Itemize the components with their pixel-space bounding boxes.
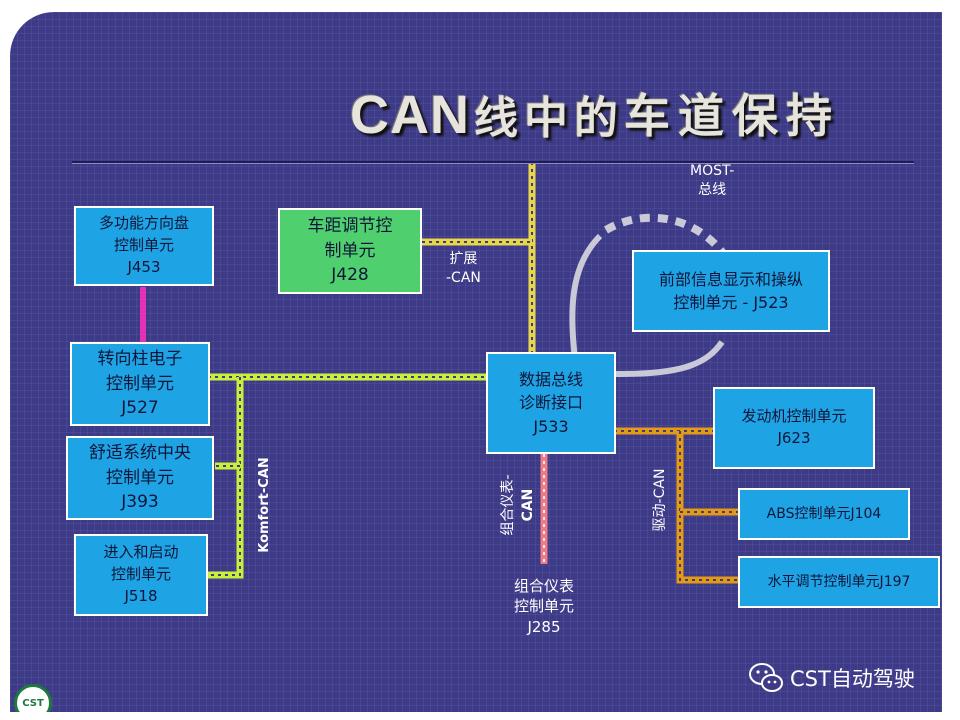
instrument-unit-line3: J285 — [527, 617, 561, 636]
unit-j197-label: 水平调节控制单元J197 — [767, 573, 911, 590]
instrument-can-label-line2: CAN — [520, 488, 536, 522]
instrument-can-label-line1: 组合仪表- — [500, 474, 516, 536]
unit-j533-line3: J533 — [533, 416, 569, 436]
unit-j623-line2: J623 — [777, 429, 811, 447]
slide-background: CAN 线中的 车道保持 多功能方向盘 控制单元 J453 车距调节控 制单元 … — [10, 12, 942, 712]
unit-j527-line2: 控制单元 — [106, 373, 174, 394]
unit-j518-line2: 控制单元 — [110, 565, 171, 584]
unit-j523: 前部信息显示和操纵 控制单元 - J523 — [632, 250, 830, 332]
unit-j533: 数据总线 诊断接口 J533 — [486, 352, 616, 454]
drive-can-bus — [614, 427, 740, 584]
unit-j428-line2: 制单元 — [324, 240, 376, 261]
bus-wiring — [140, 162, 741, 584]
unit-j428-line1: 车距调节控 — [307, 216, 393, 237]
unit-j393-line1: 舒适系统中央 — [89, 443, 191, 464]
most-bus-label-line2: 总线 — [698, 181, 727, 198]
title-emphasis: 车道保持 — [624, 89, 840, 143]
watermark-text: CST自动驾驶 — [790, 667, 915, 691]
unit-j197: 水平调节控制单元J197 — [738, 556, 940, 608]
unit-j518-line3: J518 — [124, 586, 158, 605]
unit-j428-line3: J428 — [331, 265, 369, 286]
unit-j523-line2: 控制单元 - J523 — [673, 293, 789, 312]
komfort-can-bus — [208, 373, 490, 579]
title-can: CAN — [350, 85, 470, 145]
unit-j527-line3: J527 — [121, 398, 159, 419]
unit-j623: 发动机控制单元 J623 — [713, 387, 875, 469]
instrument-unit-label: 组合仪表 控制单元 J285 — [504, 576, 584, 637]
unit-j453-line1: 多功能方向盘 — [98, 214, 189, 233]
unit-j518: 进入和启动 控制单元 J518 — [74, 534, 208, 616]
instrument-unit-line2: 控制单元 — [513, 597, 574, 616]
title-middle: 线中的 — [474, 93, 624, 144]
drive-can-label: 驱动-CAN — [652, 468, 668, 532]
unit-j428: 车距调节控 制单元 J428 — [278, 208, 422, 294]
komfort-can-label: Komfort-CAN — [257, 457, 272, 553]
unit-j533-line2: 诊断接口 — [518, 393, 583, 413]
unit-j518-line1: 进入和启动 — [103, 543, 179, 562]
unit-j453-line2: 控制单元 — [113, 236, 174, 255]
watermark: CST自动驾驶 — [748, 660, 915, 696]
most-bus-label-line1: MOST- — [690, 163, 735, 179]
unit-j453: 多功能方向盘 控制单元 J453 — [74, 206, 214, 286]
extended-can-label: 扩展 -CAN — [446, 250, 481, 288]
unit-j623-line1: 发动机控制单元 — [741, 407, 847, 426]
cst-logo-text: CST — [22, 697, 44, 709]
unit-j393-line3: J393 — [121, 492, 159, 513]
extended-can-label-line2: -CAN — [446, 269, 481, 286]
unit-j453-line3: J453 — [127, 257, 161, 276]
most-bus-label: MOST- 总线 — [690, 162, 734, 200]
cst-logo: CST — [14, 684, 52, 712]
unit-j393: 舒适系统中央 控制单元 J393 — [66, 436, 214, 520]
extended-can-bus — [422, 162, 536, 357]
unit-j527: 转向柱电子 控制单元 J527 — [70, 342, 210, 426]
extended-can-label-line1: 扩展 — [449, 251, 478, 267]
unit-j104-label: ABS控制单元J104 — [766, 505, 882, 522]
slide-title: CAN 线中的 车道保持 — [350, 76, 840, 146]
title-divider — [72, 161, 914, 163]
instrument-unit-line1: 组合仪表 — [513, 577, 574, 595]
unit-j104: ABS控制单元J104 — [738, 488, 910, 540]
unit-j527-line1: 转向柱电子 — [97, 349, 183, 370]
unit-j393-line2: 控制单元 — [106, 467, 174, 488]
unit-j523-line1: 前部信息显示和操纵 — [658, 269, 803, 289]
unit-j533-line1: 数据总线 — [518, 370, 583, 390]
wechat-icon — [749, 663, 783, 692]
